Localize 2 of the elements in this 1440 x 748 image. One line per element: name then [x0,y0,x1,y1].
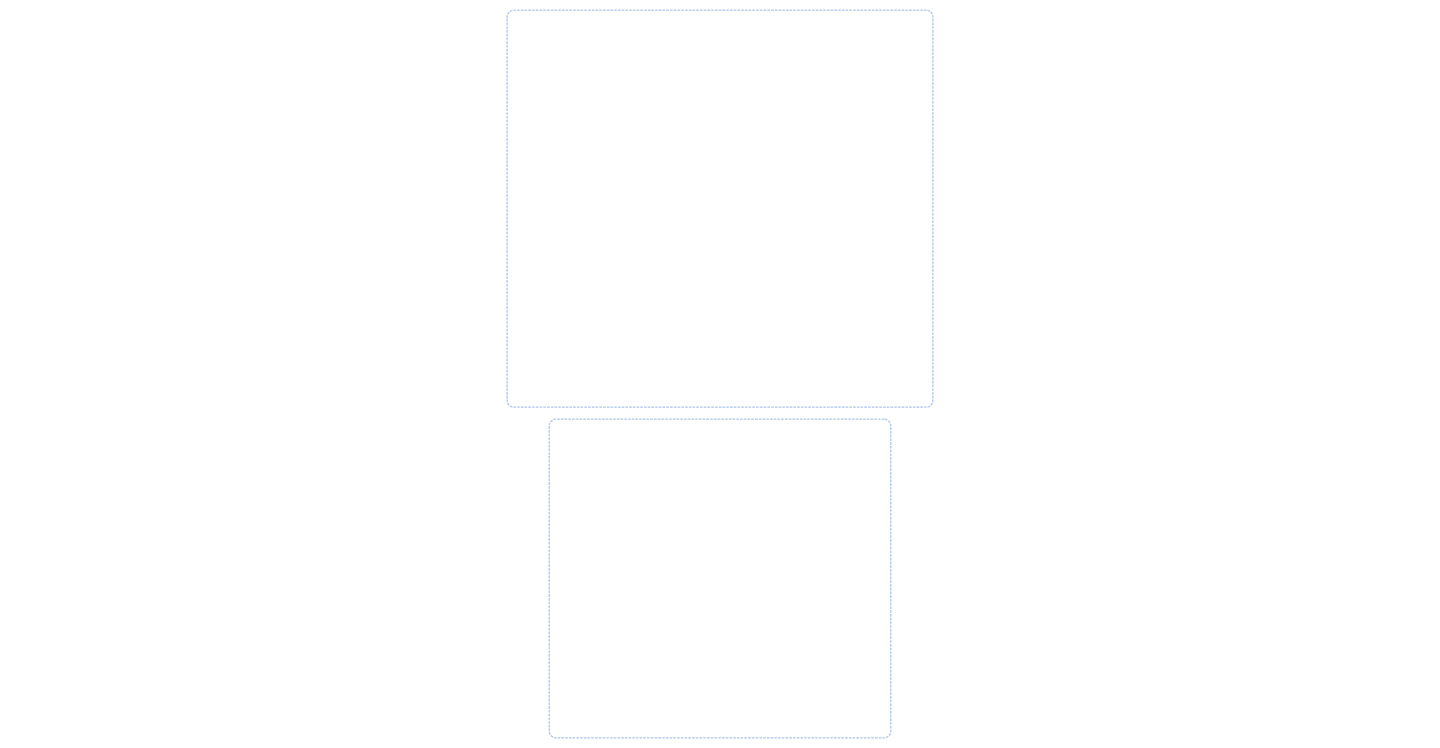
node-box [548,418,892,739]
node-box [506,9,934,408]
